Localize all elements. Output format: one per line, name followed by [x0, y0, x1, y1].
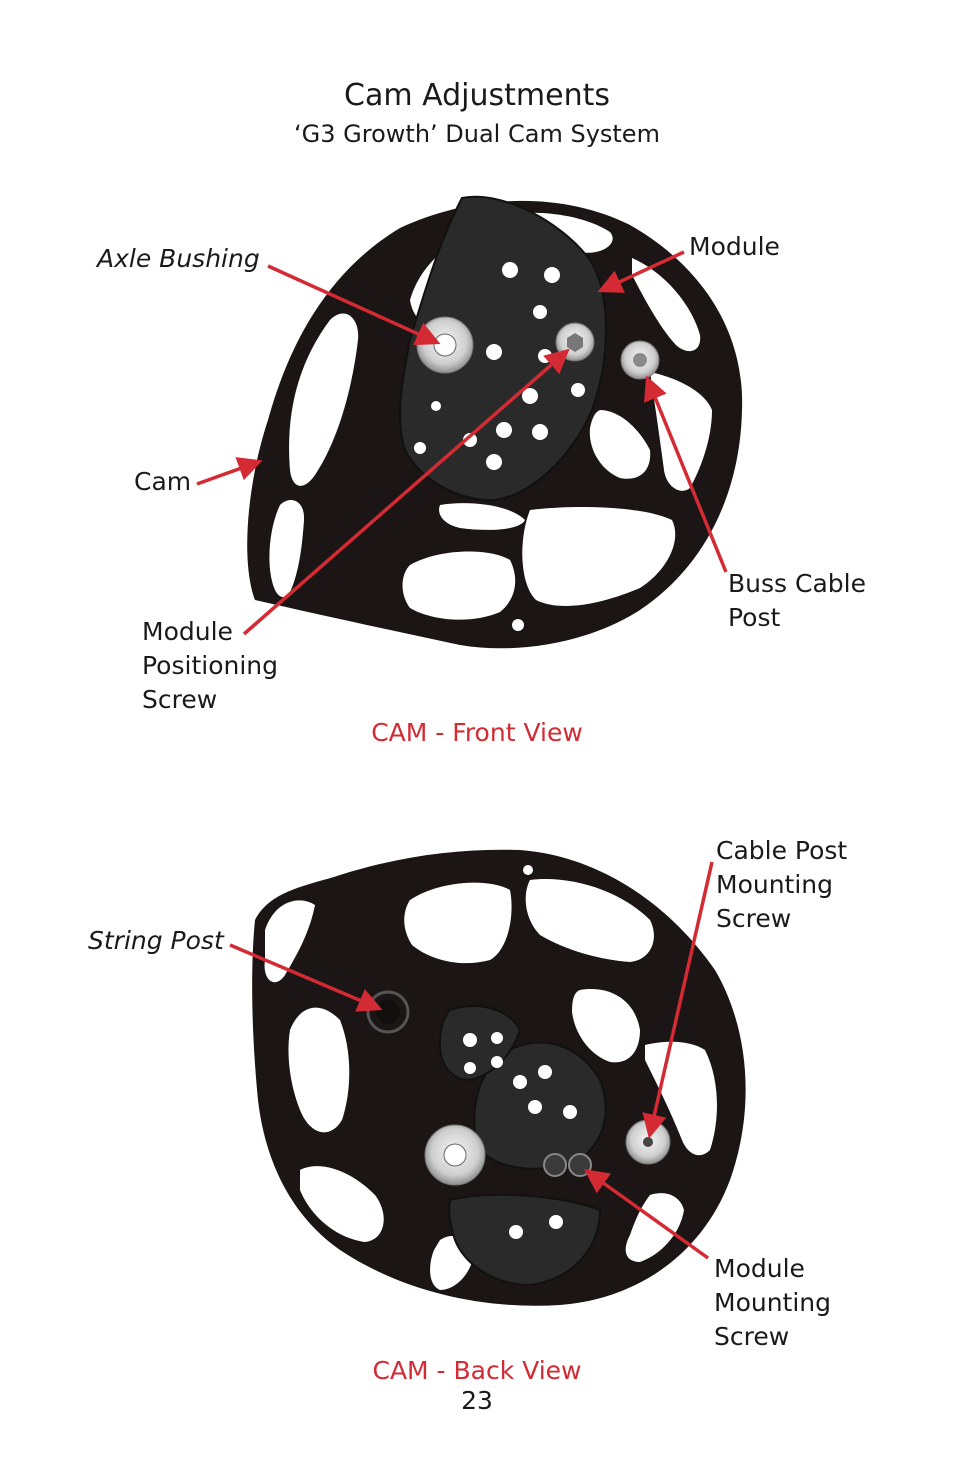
arrow-module-mounting-screw — [584, 1169, 710, 1260]
cam-front-view — [247, 195, 743, 649]
label-string-post: String Post — [88, 926, 224, 955]
label-module-positioning-screw: Module Positioning Screw — [142, 617, 278, 714]
label-module-mounting-screw: Module Mounting Screw — [714, 1254, 832, 1351]
label-buss-cable-post: Buss Cable Post — [728, 569, 866, 632]
cam-back-view — [252, 849, 746, 1306]
page-number: 23 — [461, 1386, 493, 1415]
label-cable-post-mounting-screw: Cable Post Mounting Screw — [716, 836, 848, 933]
label-axle-bushing: Axle Bushing — [97, 244, 260, 273]
label-cam: Cam — [134, 467, 192, 496]
page-title: Cam Adjustments — [344, 78, 610, 113]
arrow-cable-post-mounting-screw — [642, 861, 714, 1139]
label-module: Module — [689, 232, 780, 261]
cam-front-module-holes — [414, 262, 585, 470]
arrow-cam — [196, 457, 263, 486]
arrow-axle-bushing — [267, 264, 441, 346]
arrow-buss-cable-post — [644, 375, 728, 573]
caption-front-view: CAM - Front View — [371, 718, 583, 747]
arrow-module-positioning-screw — [242, 348, 570, 636]
arrow-module — [597, 250, 685, 293]
arrow-string-post — [229, 943, 383, 1012]
cam-back-module-holes — [463, 865, 577, 1239]
module-mounting-screw-back-1 — [543, 1153, 567, 1177]
front-view-arrows — [196, 250, 728, 636]
page-subtitle: ‘G3 Growth’ Dual Cam System — [294, 120, 660, 148]
cam-back-cutouts — [264, 879, 717, 1290]
caption-back-view: CAM - Back View — [372, 1356, 582, 1385]
back-view-arrows — [229, 861, 714, 1260]
